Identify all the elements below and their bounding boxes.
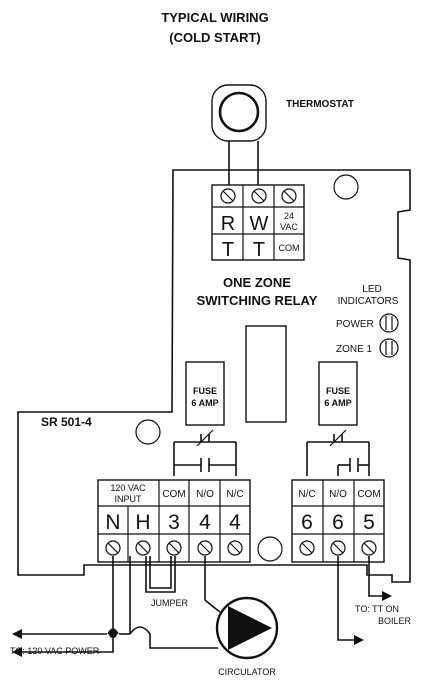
- fuse-right: [318, 361, 358, 426]
- diagram-title-line2: (COLD START): [169, 30, 260, 45]
- circulator-pump-icon: [215, 596, 279, 660]
- led-power-icon: [379, 313, 399, 333]
- left-header-no: N/O: [196, 489, 214, 500]
- circulator-wire: [204, 556, 221, 613]
- terminal-4-no: 4: [199, 511, 211, 534]
- terminal-t1: T: [222, 239, 234, 261]
- power-input-label: TO: 120 VAC POWER: [10, 646, 100, 656]
- right-relay-contacts: [306, 429, 370, 476]
- mounting-hole-left: [135, 419, 161, 445]
- led-zone1-label: ZONE 1: [336, 344, 373, 355]
- terminal-h: H: [135, 511, 150, 534]
- screw-icon: [299, 540, 315, 556]
- relay-component: [245, 325, 287, 423]
- terminal-4-nc: 4: [229, 511, 241, 534]
- thermostat-label: THERMOSTAT: [286, 99, 354, 110]
- boiler-wires: [337, 556, 392, 645]
- terminal-w: W: [250, 213, 269, 235]
- fuse-right-line2: 6 AMP: [324, 398, 351, 408]
- terminal-3: 3: [168, 511, 180, 534]
- fuse-left: [185, 361, 225, 426]
- screw-icon: [330, 540, 346, 556]
- led-heading-line1: LED: [362, 284, 381, 295]
- boiler-label-line1: TO: TT ON: [355, 604, 399, 614]
- terminal-t2: T: [253, 239, 265, 261]
- right-header-no: N/O: [329, 489, 347, 500]
- relay-model: SR 501-4: [41, 415, 92, 429]
- circulator-label: CIRCULATOR: [218, 667, 276, 677]
- relay-name-line1: ONE ZONE: [223, 275, 291, 290]
- fuse-left-line1: FUSE: [193, 386, 217, 396]
- terminal-r: R: [221, 213, 235, 235]
- terminal-n: N: [105, 511, 120, 534]
- right-header-nc: N/C: [298, 489, 315, 500]
- right-header-com: COM: [357, 489, 380, 500]
- terminal-6-no: 6: [332, 511, 344, 534]
- fuse-left-line2: 6 AMP: [191, 398, 218, 408]
- thermostat-terminal-block: [211, 184, 305, 261]
- screw-icon: [105, 540, 121, 556]
- led-heading-line2: INDICATORS: [338, 296, 399, 307]
- terminal-5: 5: [363, 511, 375, 534]
- terminal-com: COM: [279, 243, 300, 253]
- relay-name-line2: SWITCHING RELAY: [197, 293, 318, 308]
- screw-icon: [135, 540, 151, 556]
- terminal-6-nc: 6: [301, 511, 313, 534]
- terminal-24vac-line2: VAC: [280, 222, 298, 232]
- mounting-hole-bottom: [257, 536, 283, 562]
- fuse-right-line1: FUSE: [326, 386, 350, 396]
- input-label-line2: INPUT: [115, 494, 143, 504]
- boiler-label-line2: BOILER: [378, 616, 412, 626]
- screw-icon: [197, 540, 213, 556]
- left-header-nc: N/C: [226, 489, 243, 500]
- led-zone1-icon: [379, 338, 399, 358]
- terminal-24vac-line1: 24: [284, 211, 294, 221]
- led-power-label: POWER: [336, 319, 374, 330]
- relay-board-outline: [17, 169, 411, 583]
- screw-icon: [220, 188, 236, 204]
- jumper-label: JUMPER: [151, 598, 189, 608]
- screw-icon: [281, 188, 297, 204]
- screw-icon: [251, 188, 267, 204]
- input-label-line1: 120 VAC: [110, 483, 146, 493]
- diagram-title-line1: TYPICAL WIRING: [161, 10, 268, 25]
- mounting-hole-top: [333, 174, 359, 200]
- thermostat-icon: [211, 84, 267, 142]
- left-relay-contacts: [173, 429, 237, 476]
- left-header-com: COM: [162, 489, 185, 500]
- power-input-wires: [12, 556, 218, 657]
- jumper-wire-inner: [149, 556, 172, 589]
- screw-icon: [361, 540, 377, 556]
- screw-icon: [227, 540, 243, 556]
- screw-icon: [166, 540, 182, 556]
- jumper-wire: [145, 556, 176, 593]
